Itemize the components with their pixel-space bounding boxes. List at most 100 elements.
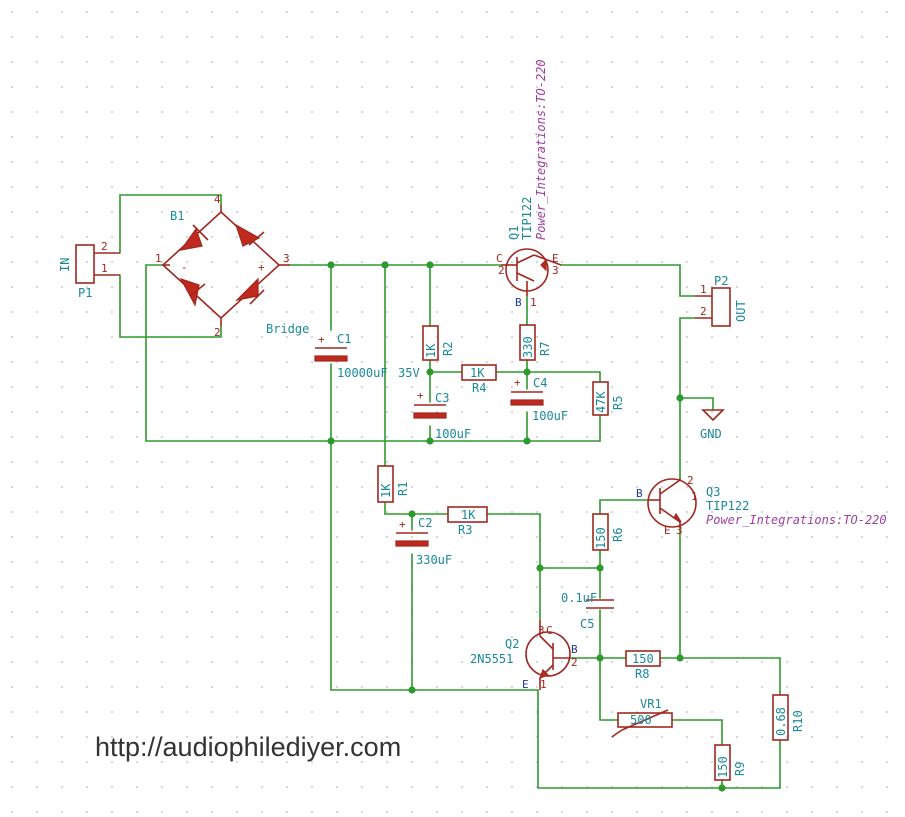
- q1-pin-c: C: [496, 252, 503, 265]
- q2-pin-c: C: [546, 624, 553, 637]
- r5-ref: R5: [611, 396, 625, 410]
- r1-value: 1K: [379, 483, 393, 498]
- r2-ref: R2: [441, 342, 455, 356]
- q2-pin-b: B: [571, 643, 578, 656]
- bridge-minus: -: [181, 261, 188, 274]
- q1-pin-e: E: [552, 252, 559, 265]
- p1-ref: P1: [78, 286, 92, 300]
- transistor-q1: C 2 E 3 B 1 Q1 TIP122 Power_Integrations…: [496, 59, 562, 309]
- resistor-r8: 150 R8: [625, 650, 661, 681]
- r2-value: 1K: [424, 343, 438, 358]
- capacitor-c4: + C4 100uF: [510, 376, 568, 423]
- r8-value: 150: [632, 652, 654, 666]
- capacitor-c5: 0.1uF C5: [561, 591, 614, 631]
- q1-pin-2: 2: [498, 264, 505, 277]
- c5-value: 0.1uF: [561, 591, 597, 605]
- resistor-r6: 150 R6: [592, 513, 625, 551]
- r9-ref: R9: [733, 762, 747, 776]
- c2-plus: +: [399, 518, 406, 531]
- p2-pin-1: 1: [700, 283, 707, 296]
- r7-ref: R7: [538, 342, 552, 356]
- bridge-ref: B1: [170, 209, 184, 223]
- r1-ref: R1: [396, 482, 410, 496]
- q3-pin-2: 2: [687, 474, 694, 487]
- bridge-pin-2: 2: [214, 326, 221, 339]
- r6-ref: R6: [611, 528, 625, 542]
- bridge-pin-4: 4: [214, 193, 221, 206]
- r6-value: 150: [594, 527, 608, 549]
- gnd-label: GND: [700, 427, 722, 441]
- q2-pin-2: 2: [571, 656, 578, 669]
- c2-ref: C2: [418, 516, 432, 530]
- p1-name: IN: [58, 258, 72, 272]
- r10-value: 0.68: [774, 707, 788, 736]
- c1-ref: C1: [337, 332, 351, 346]
- q3-pin-3: 3: [676, 524, 683, 537]
- q3-pin-1: 1: [691, 490, 698, 503]
- q3-value: TIP122: [706, 499, 749, 513]
- p2-name: OUT: [734, 300, 748, 322]
- bridge-plus: +: [258, 261, 265, 274]
- q2-pin-3: 3: [538, 624, 545, 637]
- p2-ref: P2: [714, 274, 728, 288]
- capacitor-c3: + C3 100uF: [413, 389, 471, 441]
- q2-pin-1: 1: [540, 678, 547, 691]
- vr1-value: 500: [630, 713, 652, 727]
- q1-footprint: Power_Integrations:TO-220: [534, 59, 548, 240]
- r7-value: 330: [521, 336, 535, 358]
- q1-ref: Q1: [507, 226, 521, 240]
- resistor-r7: 330 R7: [519, 324, 552, 361]
- capacitor-c2: + C2 330uF: [395, 516, 452, 567]
- transistor-q3: B 2 E 3 1 Q3 TIP122 Power_Integrations:T…: [636, 474, 887, 537]
- connector-p1: 2 1 IN P1: [58, 240, 120, 300]
- r4-value: 1K: [470, 366, 485, 380]
- q2-pin-e: E: [522, 678, 529, 691]
- c3-ref: C3: [435, 391, 449, 405]
- p2-pin-2: 2: [700, 305, 707, 318]
- c3-plus: +: [417, 389, 424, 402]
- junction-dots: [327, 261, 726, 792]
- q3-footprint: Power_Integrations:TO-220: [706, 513, 887, 527]
- resistor-r4: 1K R4: [461, 364, 497, 395]
- q1-pin-3: 3: [552, 264, 559, 277]
- q2-ref: Q2: [505, 637, 519, 651]
- r4-ref: R4: [472, 381, 486, 395]
- voltage-label: 35V: [398, 366, 420, 380]
- r8-ref: R8: [635, 667, 649, 681]
- q1-value: TIP122: [520, 197, 534, 240]
- bridge-pin-1: 1: [155, 252, 162, 265]
- bridge-pin-3: 3: [283, 252, 290, 265]
- vr1-ref: VR1: [640, 697, 662, 711]
- resistor-r1: 1K R1: [377, 465, 410, 503]
- bridge-value: Bridge: [266, 322, 309, 336]
- connector-p2: 1 2 P2 OUT: [695, 274, 748, 327]
- resistor-r3: 1K R3: [447, 506, 488, 537]
- r5-value: 47K: [594, 391, 608, 413]
- q1-pin-1: 1: [530, 296, 537, 309]
- capacitor-c1: + C1 10000uF: [314, 332, 388, 380]
- q1-pin-b: B: [515, 296, 522, 309]
- resistor-r10: 0.68 R10: [772, 694, 805, 741]
- ground-symbol: GND: [700, 409, 725, 441]
- website-url: http://audiophilediyer.com: [95, 732, 401, 762]
- r10-ref: R10: [791, 710, 805, 732]
- c1-value: 10000uF: [337, 366, 388, 380]
- transistor-q2: 3 C B 2 E 1 Q2 2N5551: [470, 620, 578, 691]
- q3-pin-e: E: [664, 524, 671, 537]
- q3-ref: Q3: [706, 485, 720, 499]
- p1-pin-2: 2: [101, 240, 108, 253]
- r3-ref: R3: [458, 523, 472, 537]
- c4-ref: C4: [533, 376, 547, 390]
- c1-plus: +: [318, 333, 325, 346]
- resistor-r9: 150 R9: [714, 744, 747, 781]
- r3-value: 1K: [461, 508, 476, 522]
- c2-value: 330uF: [416, 553, 452, 567]
- c4-value: 100uF: [532, 409, 568, 423]
- bridge-b1: 4 1 3 2 - + B1 Bridge: [155, 193, 309, 339]
- q3-pin-b: B: [636, 487, 643, 500]
- c4-plus: +: [514, 376, 521, 389]
- wires: [119, 194, 781, 789]
